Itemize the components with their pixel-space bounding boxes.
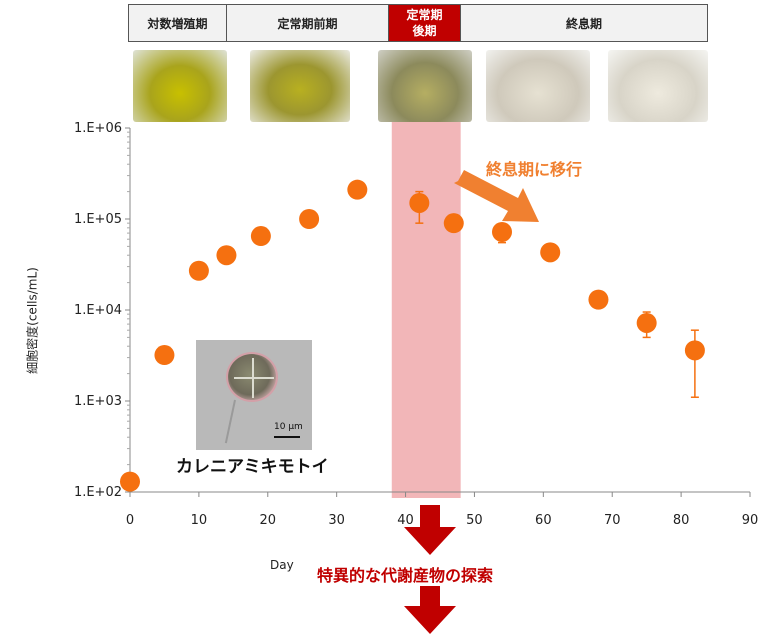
x-tick-label: 0 (126, 513, 134, 528)
x-tick-label: 30 (328, 513, 345, 528)
data-point (299, 209, 320, 229)
x-tick-label: 40 (397, 513, 414, 528)
y-tick-label: 1.E+06 (74, 121, 122, 136)
y-axis-label: 細胞密度(cells/mL) (25, 267, 40, 374)
organism-label: カレニアミキモトイ (176, 457, 329, 477)
phase-decline: 終息期 (565, 16, 602, 31)
phase-exponential: 対数増殖期 (129, 5, 227, 41)
data-point (588, 289, 609, 310)
y-tick-label: 1.E+05 (74, 212, 122, 227)
x-tick-label: 50 (466, 513, 483, 528)
x-tick-label: 60 (535, 513, 552, 528)
cell-image (226, 352, 278, 402)
phase-bar: 対数増殖期 定常期前期 定常期 後期 終息期 (128, 4, 708, 42)
down-arrow-2 (404, 586, 456, 634)
x-tick-label: 70 (604, 513, 621, 528)
x-tick-label: 80 (673, 513, 690, 528)
phase-early-stationary: 定常期前期 (227, 5, 389, 41)
data-point (250, 226, 271, 247)
data-point (684, 340, 705, 361)
data-point (443, 213, 464, 234)
x-tick-label: 20 (260, 513, 277, 528)
data-point (216, 245, 237, 266)
data-point (540, 242, 561, 263)
x-tick-label: 10 (191, 513, 208, 528)
search-caption: 特異的な代謝産物の探索 (317, 566, 494, 585)
flask-photo-4 (486, 50, 590, 122)
flask-photo-3 (378, 50, 472, 122)
data-point (492, 221, 512, 242)
scale-label: 10 μm (274, 422, 303, 432)
y-tick-label: 1.E+04 (74, 303, 122, 318)
down-arrow-1 (404, 505, 456, 555)
data-point (636, 312, 657, 333)
x-axis-label: Day (270, 558, 294, 572)
flask-photo-1 (133, 50, 227, 122)
microscope-image: 10 μm (196, 340, 312, 450)
flask-photo-5 (608, 50, 708, 122)
flask-photo-2 (250, 50, 350, 122)
y-tick-label: 1.E+03 (74, 394, 122, 409)
x-tick-label: 90 (742, 513, 759, 528)
data-point (154, 345, 175, 366)
flagellum (224, 399, 236, 444)
phase-late-stationary: 定常期 後期 (389, 5, 461, 41)
data-point (188, 260, 209, 281)
data-point (347, 179, 368, 200)
scale-bar (274, 436, 300, 438)
decline-arrow (454, 170, 539, 222)
decline-annotation: 終息期に移行 (486, 160, 583, 179)
y-tick-label: 1.E+02 (74, 485, 122, 500)
late-stationary-band (391, 122, 461, 498)
data-point (120, 471, 140, 492)
data-point (409, 192, 430, 213)
